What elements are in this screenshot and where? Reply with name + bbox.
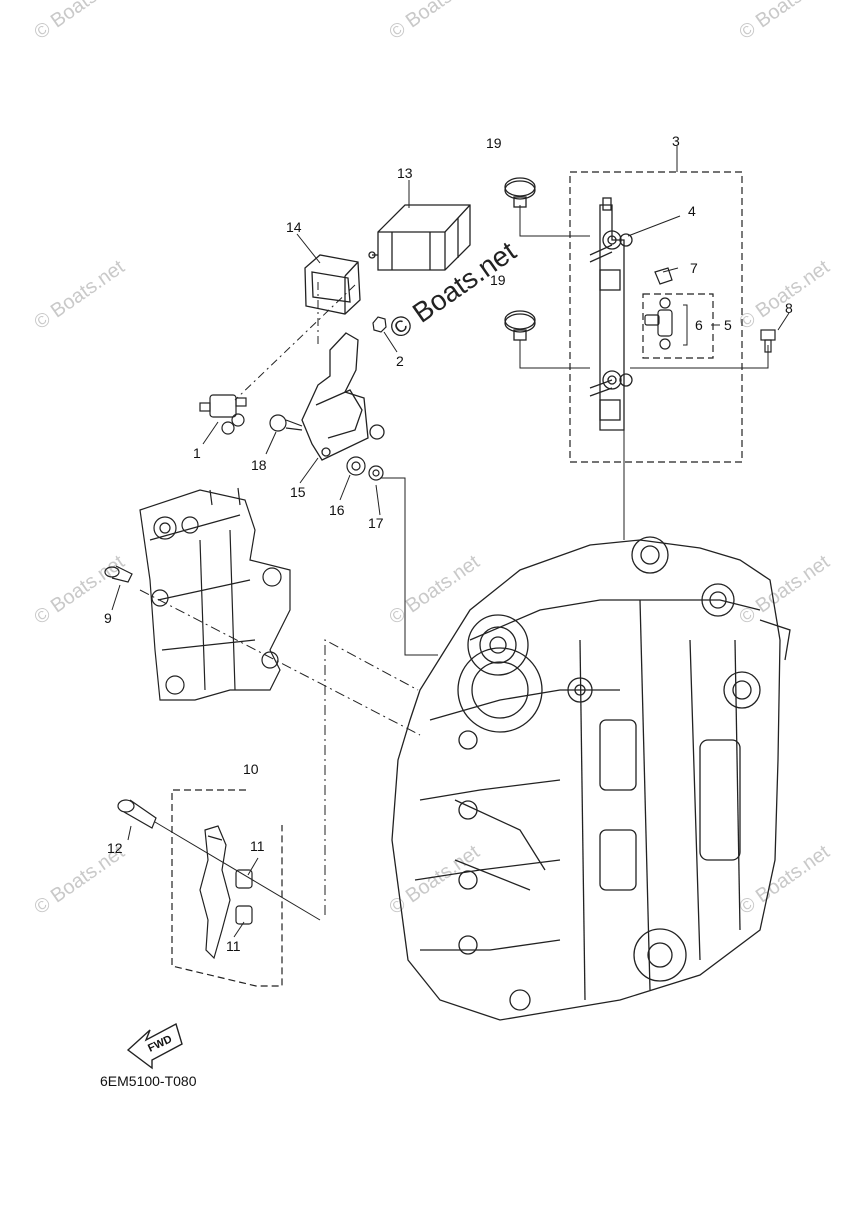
callout-6: 6 [695, 317, 703, 333]
small-fasteners [269, 316, 387, 481]
bolt-18 [269, 414, 287, 432]
grommet-16 [346, 456, 366, 476]
watermark: © Boats.net [735, 551, 834, 629]
callout-4: 4 [688, 203, 696, 219]
fwd-arrow-icon: FWD [126, 1022, 183, 1070]
watermark: © Boats.net [30, 551, 129, 629]
bracket [301, 332, 385, 461]
canister-holder [304, 254, 361, 315]
watermark: © Boats.net [735, 256, 834, 334]
lever-bracket [117, 799, 253, 960]
callout-16: 16 [329, 502, 345, 518]
collar-17 [368, 465, 384, 481]
callout-12: 12 [107, 840, 123, 856]
watermark: © Boats.net [735, 841, 834, 919]
callout-7: 7 [690, 260, 698, 276]
engine-block [391, 536, 791, 1021]
nut-2 [372, 316, 387, 333]
callout-2: 2 [396, 353, 404, 369]
callout-17: 17 [368, 515, 384, 531]
injector-group-box [642, 293, 714, 359]
watermark-layer: © Boats.net © Boats.net © Boats.net © Bo… [30, 0, 834, 919]
callout-18: 18 [251, 457, 267, 473]
leader-lines [111, 146, 790, 938]
vacuum-valve [199, 394, 247, 435]
callout-5: 5 [724, 317, 732, 333]
canister [368, 204, 471, 271]
callout-14: 14 [286, 219, 302, 235]
callout-3: 3 [672, 133, 680, 149]
hose-clamps [504, 177, 536, 341]
bolt-8 [760, 329, 776, 353]
fuel-injector [644, 297, 673, 350]
callouts: 1 2 3 4 5 6 7 8 9 10 11 11 12 13 14 15 1… [104, 133, 793, 954]
clip-part [654, 267, 673, 285]
callout-11a: 11 [250, 838, 265, 854]
watermark: © Boats.net [735, 0, 834, 44]
bushing-11a [235, 869, 253, 889]
fuel-rail-group-box [569, 171, 743, 463]
callout-10: 10 [243, 761, 259, 777]
bolt-12 [117, 799, 135, 813]
bolt-9 [104, 565, 133, 583]
callout-19a: 19 [486, 135, 502, 151]
diagram-code: 6EM5100-T080 [100, 1073, 197, 1089]
cylinder-head-assembly [139, 487, 291, 701]
callout-1: 1 [193, 445, 201, 461]
watermark: © Boats.net [30, 256, 129, 334]
fuel-rail [589, 197, 633, 431]
group-boxes [171, 171, 743, 987]
callout-11b: 11 [226, 938, 241, 954]
watermark-main: © Boats.net [384, 235, 522, 345]
callout-13: 13 [397, 165, 413, 181]
watermark: © Boats.net [30, 0, 129, 44]
watermark: © Boats.net [385, 0, 484, 44]
callout-19b: 19 [490, 272, 506, 288]
callout-15: 15 [290, 484, 306, 500]
watermark: © Boats.net [385, 551, 484, 629]
callout-9: 9 [104, 610, 112, 626]
watermark: © Boats.net [385, 841, 484, 919]
bracket-group-box [171, 789, 283, 987]
callout-8: 8 [785, 300, 793, 316]
bushing-11b [235, 905, 253, 925]
